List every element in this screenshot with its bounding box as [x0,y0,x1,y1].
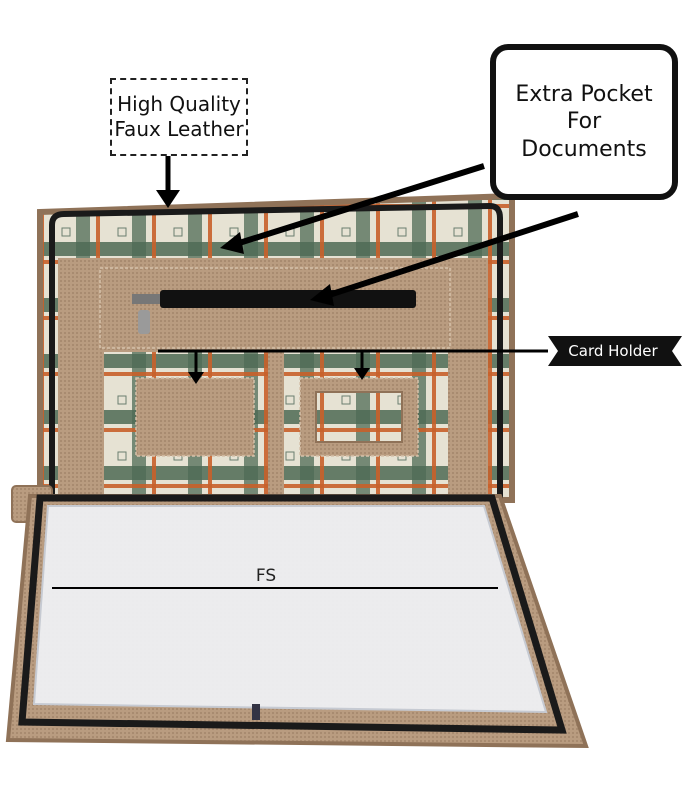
extra-pocket-line-2: For [566,109,602,135]
extra-pocket-line-1: Extra Pocket [515,81,653,107]
fs-size-label: FS [255,566,277,586]
high-quality-line-1: High Quality [117,92,241,116]
extra-pocket-line-3: Documents [521,136,647,162]
extra-pocket-label: Extra Pocket For Documents [490,44,678,200]
card-holder-label: Card Holder [568,341,658,360]
high-quality-label: High Quality Faux Leather [110,78,248,156]
bottom-cover [5,494,589,749]
annotation-arrows [52,154,682,589]
high-quality-line-2: Faux Leather [114,117,244,141]
top-cover [37,192,515,504]
